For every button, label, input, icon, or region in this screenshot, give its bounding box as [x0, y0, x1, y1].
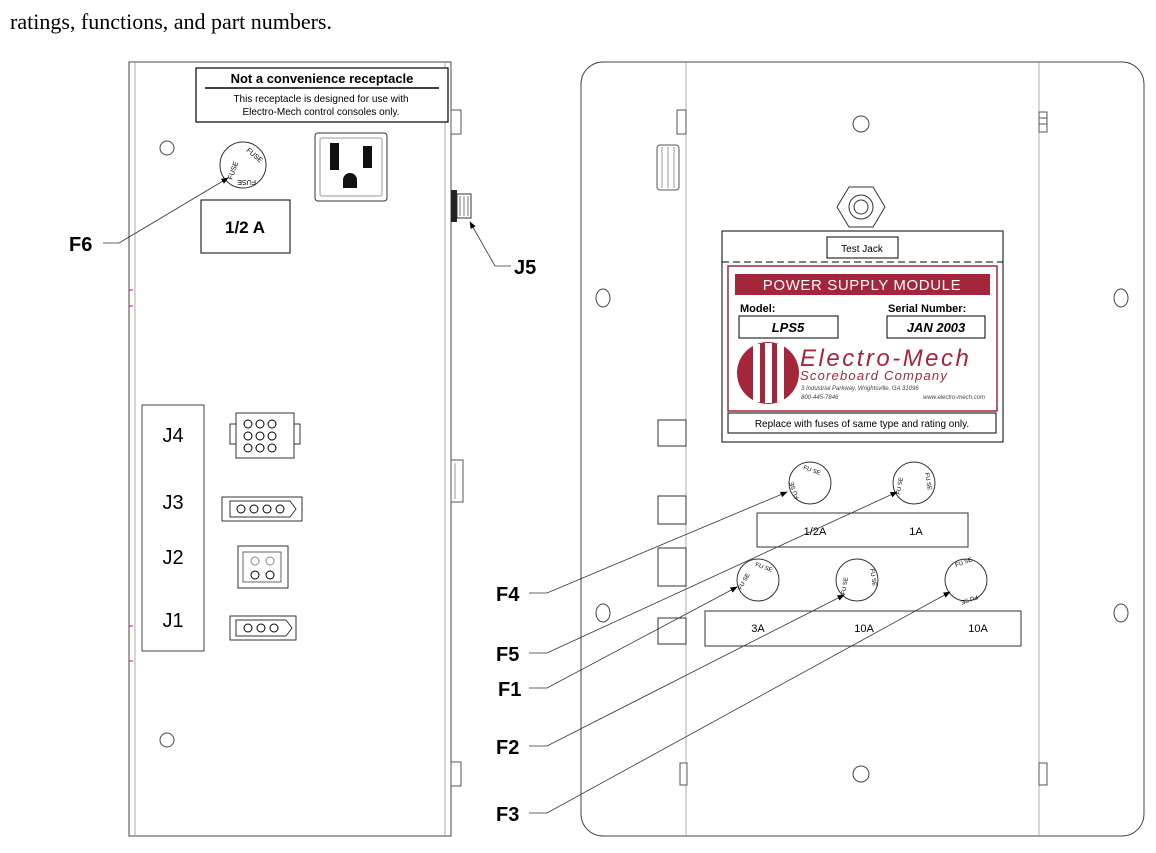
callouts	[103, 177, 951, 814]
fuse-holder-f1: FU SE FU SE	[736, 558, 780, 602]
connector-label-strip	[141, 404, 205, 652]
replace-note-box	[727, 412, 997, 434]
mounting-hole	[1113, 288, 1129, 308]
fuse-holder-f3: FU SE FU SE	[944, 557, 988, 605]
connector-j1: J1	[162, 610, 183, 632]
svg-text:FU SE: FU SE	[754, 562, 773, 574]
rating-f2: 10A	[854, 623, 874, 635]
module-title-bar	[735, 274, 990, 295]
callout-f4: F4	[496, 584, 520, 606]
fuse-rating-f6: 1/2 A	[225, 218, 265, 237]
test-jack-box	[826, 236, 899, 259]
j2-connector-icon	[237, 545, 289, 589]
rating-f3: 10A	[968, 623, 988, 635]
warning-title: Not a convenience receptacle	[231, 71, 414, 86]
company-web: www.electro-mech.com	[923, 395, 985, 401]
company-sub: Scoreboard Company	[800, 368, 948, 383]
mounting-hole	[595, 288, 611, 308]
callout-j5: J5	[514, 257, 536, 279]
serial-value: JAN 2003	[907, 320, 966, 335]
side-standoff	[450, 109, 464, 787]
rating-f4: 1/2A	[804, 526, 827, 538]
company-name: Electro-Mech	[800, 345, 971, 372]
callout-f1: F1	[498, 679, 521, 701]
test-jack-nut	[836, 186, 886, 228]
electro-mech-logo: Electro-Mech Scoreboard Company 3 Indust…	[737, 342, 985, 404]
fuse-holder-f2: FU SE FU SE	[835, 558, 879, 602]
svg-text:FU SE: FU SE	[868, 568, 877, 586]
fuse-holder-f5: FU SE FU SE	[892, 461, 936, 505]
svg-text:FU SE: FU SE	[923, 472, 932, 490]
mounting-hole	[1113, 603, 1129, 623]
svg-text:FU SE: FU SE	[896, 477, 905, 495]
j3-connector-icon	[221, 496, 303, 522]
callout-f2: F2	[496, 737, 519, 759]
rating-f5: 1A	[909, 526, 923, 538]
callout-f5: F5	[496, 644, 519, 666]
fuse-holder-f6: FUSE FUSE FUSE	[219, 141, 267, 189]
svg-text:FU SE: FU SE	[960, 593, 979, 605]
right-panel: Test Jack POWER SUPPLY MODULE Model: Ser…	[580, 61, 1145, 837]
svg-text:FU SE: FU SE	[841, 577, 850, 595]
j4-connector-icon	[229, 412, 301, 459]
connector-j4: J4	[162, 425, 183, 447]
replace-note: Replace with fuses of same type and rati…	[755, 419, 969, 430]
fuse-rating-strip-bottom	[704, 610, 1022, 647]
serial-label: Serial Number:	[888, 303, 966, 315]
left-panel: Not a convenience receptacle This recept…	[128, 61, 472, 837]
model-value: LPS5	[772, 320, 805, 335]
callout-f3: F3	[496, 804, 519, 826]
svg-text:FUSE: FUSE	[237, 178, 256, 185]
svg-text:FU SE: FU SE	[789, 481, 801, 500]
test-jack-label: Test Jack	[841, 244, 884, 255]
fuse-rating-strip-top	[756, 512, 969, 548]
module-title: POWER SUPPLY MODULE	[763, 277, 961, 294]
callout-f6: F6	[69, 234, 92, 256]
mounting-hole	[159, 732, 175, 748]
mounting-hole	[852, 115, 870, 133]
warning-line2: Electro-Mech control consoles only.	[242, 107, 399, 118]
j5-jack	[451, 190, 472, 222]
j1-connector-icon	[229, 615, 297, 641]
mounting-hole	[852, 765, 870, 783]
fuse-rating-box	[200, 199, 291, 254]
rating-f1: 3A	[751, 623, 765, 635]
intro-line: ratings, functions, and part numbers.	[10, 9, 332, 34]
model-label: Model:	[740, 303, 775, 315]
warning-line1: This receptacle is designed for use with	[233, 94, 408, 105]
company-phone: 800-445-7846	[801, 395, 839, 401]
svg-text:FU SE: FU SE	[955, 557, 974, 569]
company-address: 3 Industrial Parkway, Wrightsville, GA 3…	[801, 386, 919, 392]
svg-text:FU SE: FU SE	[802, 465, 821, 477]
receptacle	[314, 132, 388, 202]
warning-label	[195, 67, 449, 123]
fuse-holder-f4: FU SE FU SE	[788, 461, 832, 505]
mounting-hole	[159, 140, 175, 156]
connector-j2: J2	[162, 547, 183, 569]
connector-j3: J3	[162, 492, 183, 514]
mounting-hole	[595, 603, 611, 623]
